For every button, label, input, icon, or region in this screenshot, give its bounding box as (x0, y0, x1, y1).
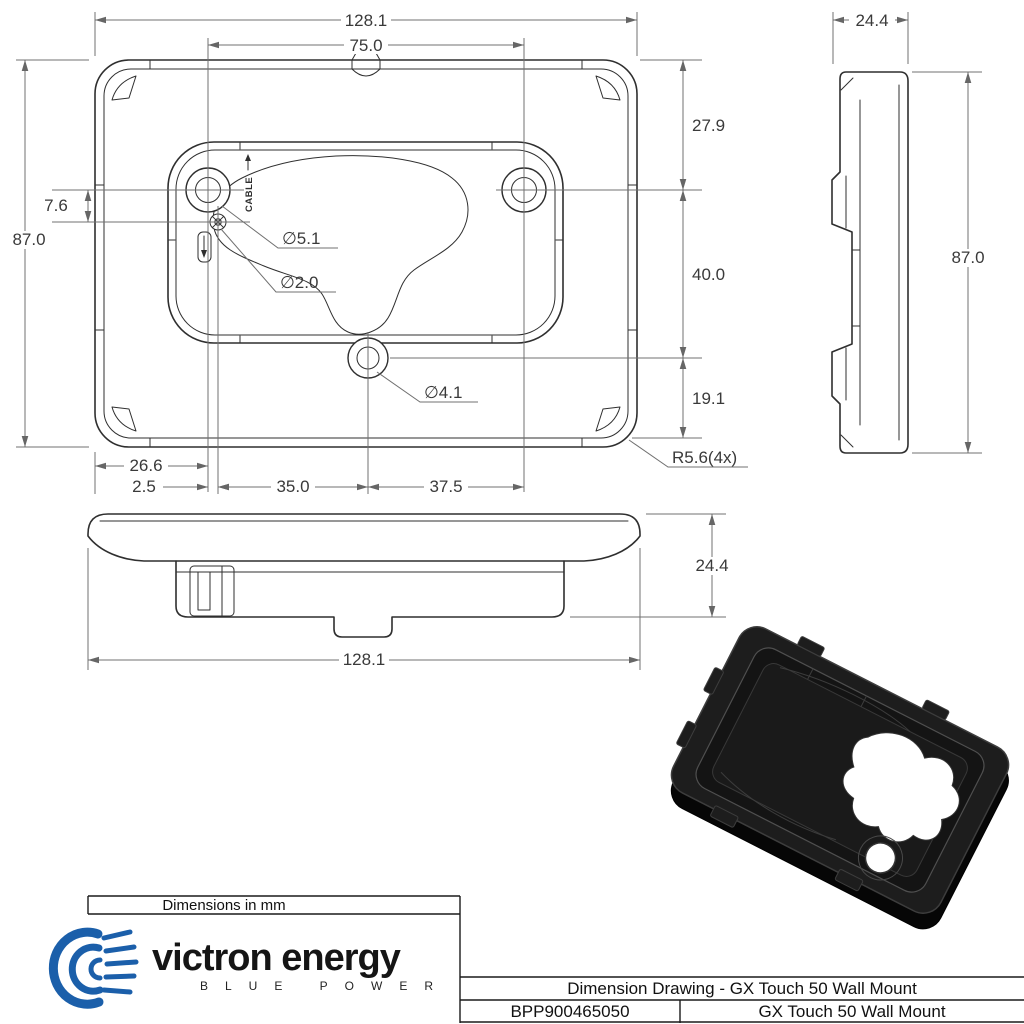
svg-text:75.0: 75.0 (349, 36, 382, 55)
svg-text:7.6: 7.6 (44, 196, 68, 215)
dim-side-height: 87.0 (946, 248, 990, 267)
brand-name: victron energy (152, 937, 401, 979)
front-outer-outline (94, 59, 638, 448)
front-inner-outline (103, 68, 629, 439)
bottom-outline-block (175, 560, 565, 638)
dim-bottom-depth: 24.4 (689, 556, 735, 575)
brand-tagline: BLUE POWER (200, 979, 450, 993)
svg-text:24.4: 24.4 (855, 11, 888, 30)
svg-text:128.1: 128.1 (345, 11, 388, 30)
front-dimension-lines (21, 16, 687, 491)
document-title: Dimension Drawing - GX Touch 50 Wall Mou… (567, 979, 917, 998)
dim-front-holes-spacing-v: 40.0 (692, 265, 725, 284)
dim-front-bottom-hole-to-edge: 19.1 (692, 389, 725, 408)
iso-bottom-hole (857, 835, 903, 881)
front-corner-wedges (111, 75, 621, 432)
side-dimension-lines (832, 16, 972, 453)
cable-direction: CABLE (244, 154, 255, 212)
title-block: Dimensions in mm victron energy BLUE POW… (48, 895, 1024, 1023)
iso-view (670, 626, 1010, 930)
cable-slot (197, 231, 212, 263)
dim-front-edge-to-hole: 26.6 (124, 456, 168, 475)
svg-text:128.1: 128.1 (343, 650, 386, 669)
svg-text:2.5: 2.5 (132, 477, 156, 496)
victron-logo-icon (48, 927, 139, 1009)
svg-text:37.5: 37.5 (429, 477, 462, 496)
cable-label: CABLE (244, 177, 255, 212)
front-cushion-inner (175, 149, 556, 336)
cable-up-arrow-icon (245, 154, 251, 161)
front-leader-lines (220, 205, 748, 468)
front-center-relief (212, 155, 469, 335)
iso-clip-tabs (676, 636, 950, 892)
dim-front-corner-radius: R5.6(4x) (672, 448, 737, 467)
dim-front-overall-width: 128.1 (341, 11, 391, 30)
bottom-extension-lines (87, 513, 726, 670)
cable-slot-arrow-icon (201, 235, 207, 258)
dim-front-hole-dia: ∅5.1 (282, 229, 320, 248)
front-extension-lines (16, 12, 702, 494)
part-number: BPP900465050 (510, 1002, 629, 1021)
dim-bottom-width: 128.1 (339, 650, 389, 669)
dim-front-top-to-holes: 27.9 (692, 116, 725, 135)
svg-text:24.4: 24.4 (695, 556, 728, 575)
front-top-notch (351, 52, 381, 77)
dim-front-overall-height: 87.0 (8, 230, 50, 249)
side-view: 24.4 87.0 (831, 11, 990, 454)
front-tick-marks (94, 59, 638, 448)
svg-text:35.0: 35.0 (276, 477, 309, 496)
iso-center-cutout (842, 732, 960, 843)
svg-text:87.0: 87.0 (12, 230, 45, 249)
bottom-view: 24.4 128.1 (87, 513, 735, 670)
side-detail-lines (840, 77, 900, 448)
side-outline (831, 71, 909, 454)
part-name: GX Touch 50 Wall Mount (758, 1002, 945, 1021)
dim-front-bottom-hole-dia: ∅4.1 (424, 383, 462, 402)
svg-text:26.6: 26.6 (129, 456, 162, 475)
dim-side-depth: 24.4 (849, 11, 895, 30)
bottom-outline-band (87, 513, 641, 562)
dim-front-hole-to-center: 35.0 (271, 477, 315, 496)
svg-text:87.0: 87.0 (951, 248, 984, 267)
dim-front-hole-spacing: 75.0 (344, 36, 388, 55)
front-view: CABLE (8, 11, 748, 496)
bottom-detail-lines (175, 565, 565, 617)
title-block-borders (87, 895, 1024, 1023)
bottom-dimension-lines (88, 513, 716, 664)
dim-front-screw-offset-h: 2.5 (126, 477, 162, 496)
dim-front-center-to-hole: 37.5 (424, 477, 468, 496)
dim-front-screw-offset-v: 7.6 (38, 196, 74, 215)
front-cushion-outer (167, 141, 564, 344)
units-note: Dimensions in mm (162, 897, 285, 914)
dim-front-screw-dia: ∅2.0 (280, 273, 318, 292)
iso-detail-lines (720, 667, 911, 841)
